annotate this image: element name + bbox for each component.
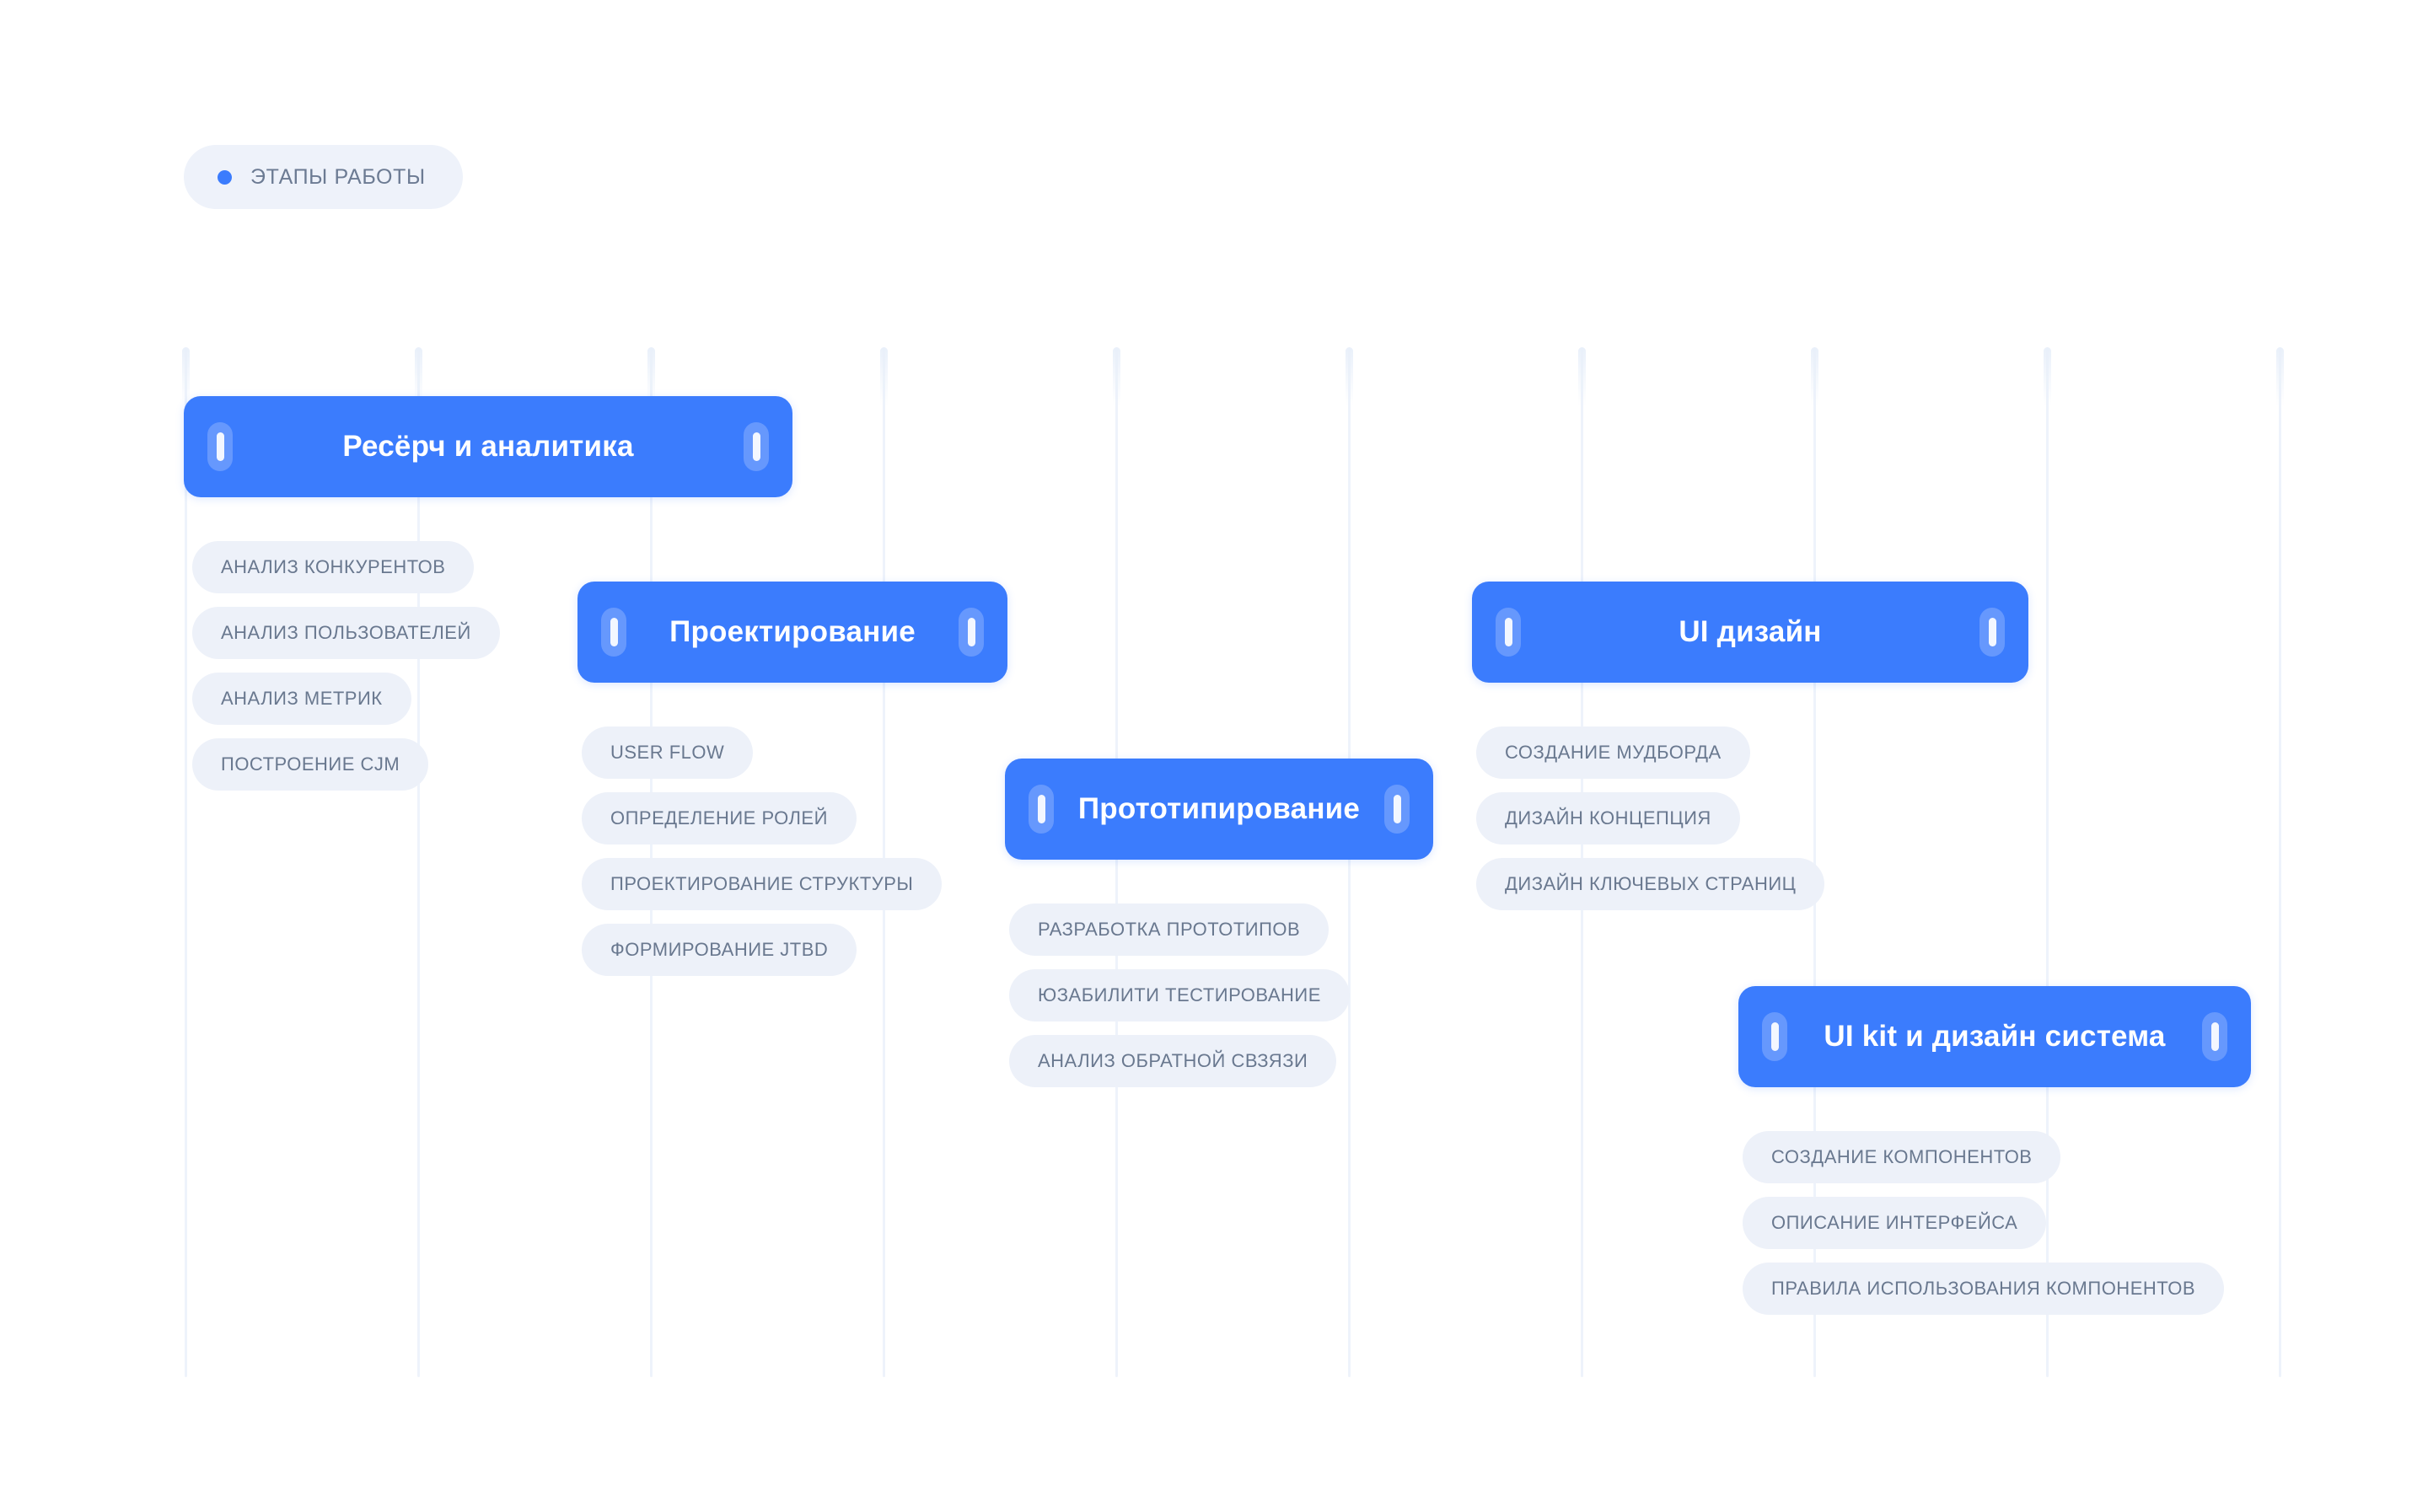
stage-bar[interactable]: UI kit и дизайн система <box>1738 986 2251 1087</box>
tag-pill[interactable]: ДИЗАЙН КОНЦЕПЦИЯ <box>1476 792 1740 844</box>
stage-title: Ресёрч и аналитика <box>342 430 634 463</box>
stage-tag-list: АНАЛИЗ КОНКУРЕНТОВ АНАЛИЗ ПОЛЬЗОВАТЕЛЕЙ АН… <box>192 541 792 791</box>
drag-handle-icon-left[interactable] <box>1496 608 1521 657</box>
drag-handle-grip <box>967 618 975 646</box>
tag-pill[interactable]: ФОРМИРОВАНИЕ JTBD <box>582 924 857 976</box>
drag-handle-grip <box>1037 795 1045 823</box>
drag-handle-grip <box>1988 618 1996 646</box>
drag-handle-icon-left[interactable] <box>1029 785 1054 834</box>
drag-handle-icon-left[interactable] <box>207 422 233 471</box>
tag-pill[interactable]: АНАЛИЗ ПОЛЬЗОВАТЕЛЕЙ <box>192 607 500 659</box>
tag-pill[interactable]: ПРАВИЛА ИСПОЛЬЗОВАНИЯ КОМПОНЕНТОВ <box>1743 1263 2224 1315</box>
stage-title: UI kit и дизайн система <box>1824 1020 2166 1053</box>
drag-handle-icon-right[interactable] <box>959 608 984 657</box>
drag-handle-icon-right[interactable] <box>744 422 769 471</box>
stage-tag-list: СОЗДАНИЕ КОМПОНЕНТОВ ОПИСАНИЕ ИНТЕРФЕЙСА П… <box>1743 1131 2251 1315</box>
tag-pill[interactable]: ОПИСАНИЕ ИНТЕРФЕЙСА <box>1743 1197 2047 1249</box>
tag-pill[interactable]: USER FLOW <box>582 727 754 779</box>
drag-handle-grip <box>1393 795 1401 823</box>
stage-title: Прототипирование <box>1077 792 1361 825</box>
tag-pill[interactable]: АНАЛИЗ КОНКУРЕНТОВ <box>192 541 475 593</box>
stage-bar[interactable]: Прототипирование <box>1005 759 1433 860</box>
drag-handle-icon-right[interactable] <box>1979 608 2005 657</box>
stage-tag-list: РАЗРАБОТКА ПРОТОТИПОВ ЮЗАБИЛИТИ ТЕСТИРОВА… <box>1009 903 1433 1087</box>
drag-handle-grip <box>1504 618 1512 646</box>
tag-pill[interactable]: АНАЛИЗ МЕТРИК <box>192 673 411 725</box>
stage-bar[interactable]: UI дизайн <box>1472 582 2028 683</box>
stage-title: UI дизайн <box>1679 615 1822 648</box>
stage-bar[interactable]: Проектирование <box>577 582 1007 683</box>
drag-handle-grip <box>752 432 760 461</box>
tag-pill[interactable]: РАЗРАБОТКА ПРОТОТИПОВ <box>1009 903 1329 956</box>
section-badge: ЭТАПЫ РАБОТЫ <box>184 145 463 209</box>
stage-bar[interactable]: Ресёрч и аналитика <box>184 396 792 497</box>
drag-handle-grip <box>2210 1022 2219 1051</box>
drag-handle-icon-left[interactable] <box>1762 1012 1787 1061</box>
tag-pill[interactable]: ПОСТРОЕНИЕ CJM <box>192 738 429 791</box>
tag-pill[interactable]: ДИЗАЙН КЛЮЧЕВЫХ СТРАНИЦ <box>1476 858 1825 910</box>
tag-pill[interactable]: СОЗДАНИЕ КОМПОНЕНТОВ <box>1743 1131 2061 1183</box>
stage-tag-list: СОЗДАНИЕ МУДБОРДА ДИЗАЙН КОНЦЕПЦИЯ ДИЗАЙН … <box>1476 727 2028 910</box>
drag-handle-grip <box>610 618 618 646</box>
drag-handle-grip <box>216 432 224 461</box>
drag-handle-icon-right[interactable] <box>1384 785 1410 834</box>
section-badge-label: ЭТАПЫ РАБОТЫ <box>250 164 426 189</box>
bullet-dot-icon <box>218 169 232 185</box>
drag-handle-icon-left[interactable] <box>601 608 626 657</box>
tag-pill[interactable]: ЮЗАБИЛИТИ ТЕСТИРОВАНИЕ <box>1009 969 1350 1021</box>
drag-handle-grip <box>1770 1022 1779 1051</box>
tag-pill[interactable]: ОПРЕДЕЛЕНИЕ РОЛЕЙ <box>582 792 857 844</box>
stage-tag-list: USER FLOW ОПРЕДЕЛЕНИЕ РОЛЕЙ ПРОЕКТИРОВАНИЕ… <box>582 727 1007 976</box>
tag-pill[interactable]: СОЗДАНИЕ МУДБОРДА <box>1476 727 1750 779</box>
drag-handle-icon-right[interactable] <box>2202 1012 2227 1061</box>
tag-pill[interactable]: ПРОЕКТИРОВАНИЕ СТРУКТУРЫ <box>582 858 943 910</box>
stage-title: Проектирование <box>669 615 916 648</box>
grid-line <box>2276 347 2284 1377</box>
tag-pill[interactable]: АНАЛИЗ ОБРАТНОЙ СВЗЯЗИ <box>1009 1035 1337 1087</box>
